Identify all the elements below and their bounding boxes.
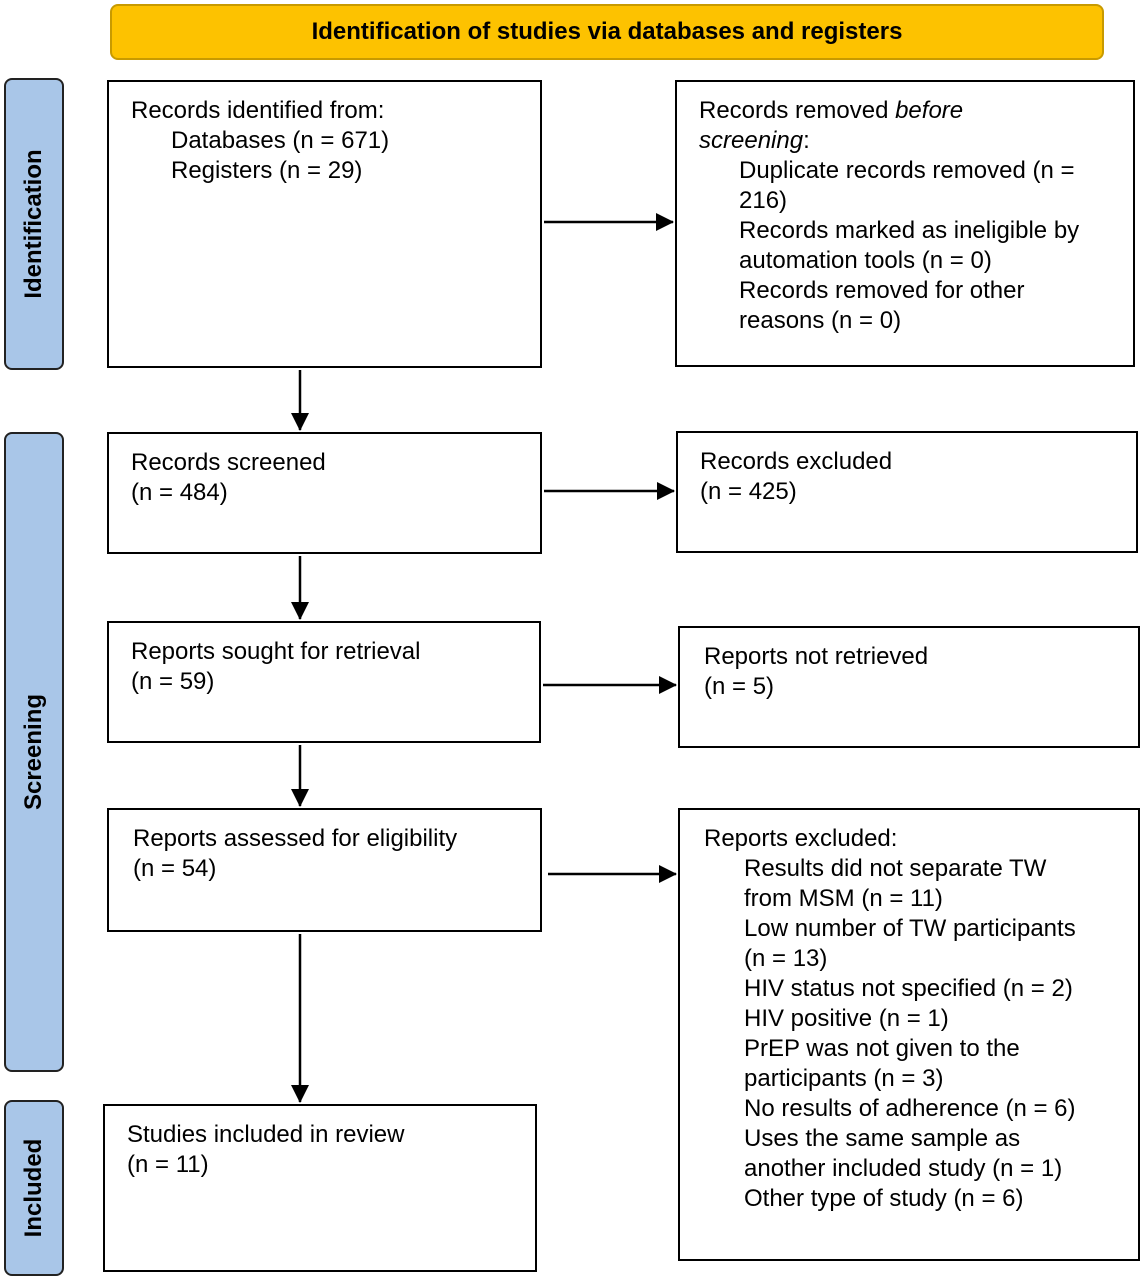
reports-assessed-box: Reports assessed for eligibility (n = 54… [107, 808, 542, 932]
databases-count: Databases (n = 671) [171, 127, 390, 154]
reports-sought-box: Reports sought for retrieval (n = 59) [107, 621, 541, 743]
reason-hiv-positive: HIV positive (n = 1) [744, 1005, 949, 1032]
reports-not-retrieved-count: (n = 5) [704, 673, 775, 700]
reports-sought-count: (n = 59) [131, 668, 215, 695]
records-identified-title: Records identified from: [131, 97, 385, 124]
reports-excluded-title: Reports excluded: [704, 825, 898, 852]
phase-identification: Identification [4, 78, 64, 370]
records-screened-count: (n = 484) [131, 479, 228, 506]
reason-low-number-line-2: (n = 13) [744, 945, 828, 972]
registers-count: Registers (n = 29) [171, 157, 363, 184]
reason-prep-line-2: participants (n = 3) [744, 1065, 944, 1092]
other-reasons-line-2: reasons (n = 0) [739, 307, 902, 334]
records-removed-title-line1: Records removed before [699, 96, 1133, 126]
records-excluded-title: Records excluded [700, 448, 893, 475]
phase-screening: Screening [4, 432, 64, 1072]
reason-low-number-line-1: Low number of TW participants [744, 915, 1076, 942]
studies-included-title: Studies included in review [127, 1121, 405, 1148]
ineligible-line-2: automation tools (n = 0) [739, 247, 992, 274]
duplicates-line-2: 216) [739, 187, 788, 214]
studies-included-count: (n = 11) [127, 1151, 209, 1178]
reports-not-retrieved-title: Reports not retrieved [704, 643, 929, 670]
header-title: Identification of studies via databases … [311, 18, 903, 45]
reason-hiv-status: HIV status not specified (n = 2) [744, 975, 1073, 1002]
records-excluded-count: (n = 425) [700, 478, 797, 505]
reason-prep-line-1: PrEP was not given to the [744, 1035, 1020, 1062]
records-identified-box: Records identified from: Databases (n = … [107, 80, 542, 368]
reports-sought-title: Reports sought for retrieval [131, 638, 421, 665]
duplicates-line-1: Duplicate records removed (n = [739, 157, 1075, 184]
reason-adherence: No results of adherence (n = 6) [744, 1095, 1076, 1122]
reports-excluded-box: Reports excluded: Results did not separa… [678, 808, 1140, 1261]
records-screened-title: Records screened [131, 449, 326, 476]
reports-assessed-count: (n = 54) [133, 855, 217, 882]
records-removed-box: Records removed before screening: Duplic… [675, 80, 1135, 367]
records-removed-title-line2: screening: [699, 126, 1133, 156]
ineligible-line-1: Records marked as ineligible by [739, 217, 1080, 244]
reason-same-sample-line-1: Uses the same sample as [744, 1125, 1021, 1152]
records-removed-title-emph-1: before [895, 97, 964, 124]
reason-separate-tw-line-2: from MSM (n = 11) [744, 885, 943, 912]
reason-other-type: Other type of study (n = 6) [744, 1185, 1024, 1212]
phase-included: Included [4, 1100, 64, 1276]
records-removed-title-emph-2: screening [699, 127, 804, 154]
records-removed-title-prefix: Records removed [699, 97, 896, 124]
header-banner: Identification of studies via databases … [110, 4, 1104, 60]
studies-included-box: Studies included in review (n = 11) [103, 1104, 537, 1272]
reason-same-sample-line-2: another included study (n = 1) [744, 1155, 1063, 1182]
reports-not-retrieved-box: Reports not retrieved (n = 5) [678, 626, 1140, 748]
records-removed-title-suffix: : [803, 127, 810, 154]
reason-separate-tw-line-1: Results did not separate TW [744, 855, 1047, 882]
records-excluded-box: Records excluded (n = 425) [676, 431, 1138, 553]
records-screened-box: Records screened (n = 484) [107, 432, 542, 554]
reports-assessed-title: Reports assessed for eligibility [133, 825, 458, 852]
other-reasons-line-1: Records removed for other [739, 277, 1025, 304]
